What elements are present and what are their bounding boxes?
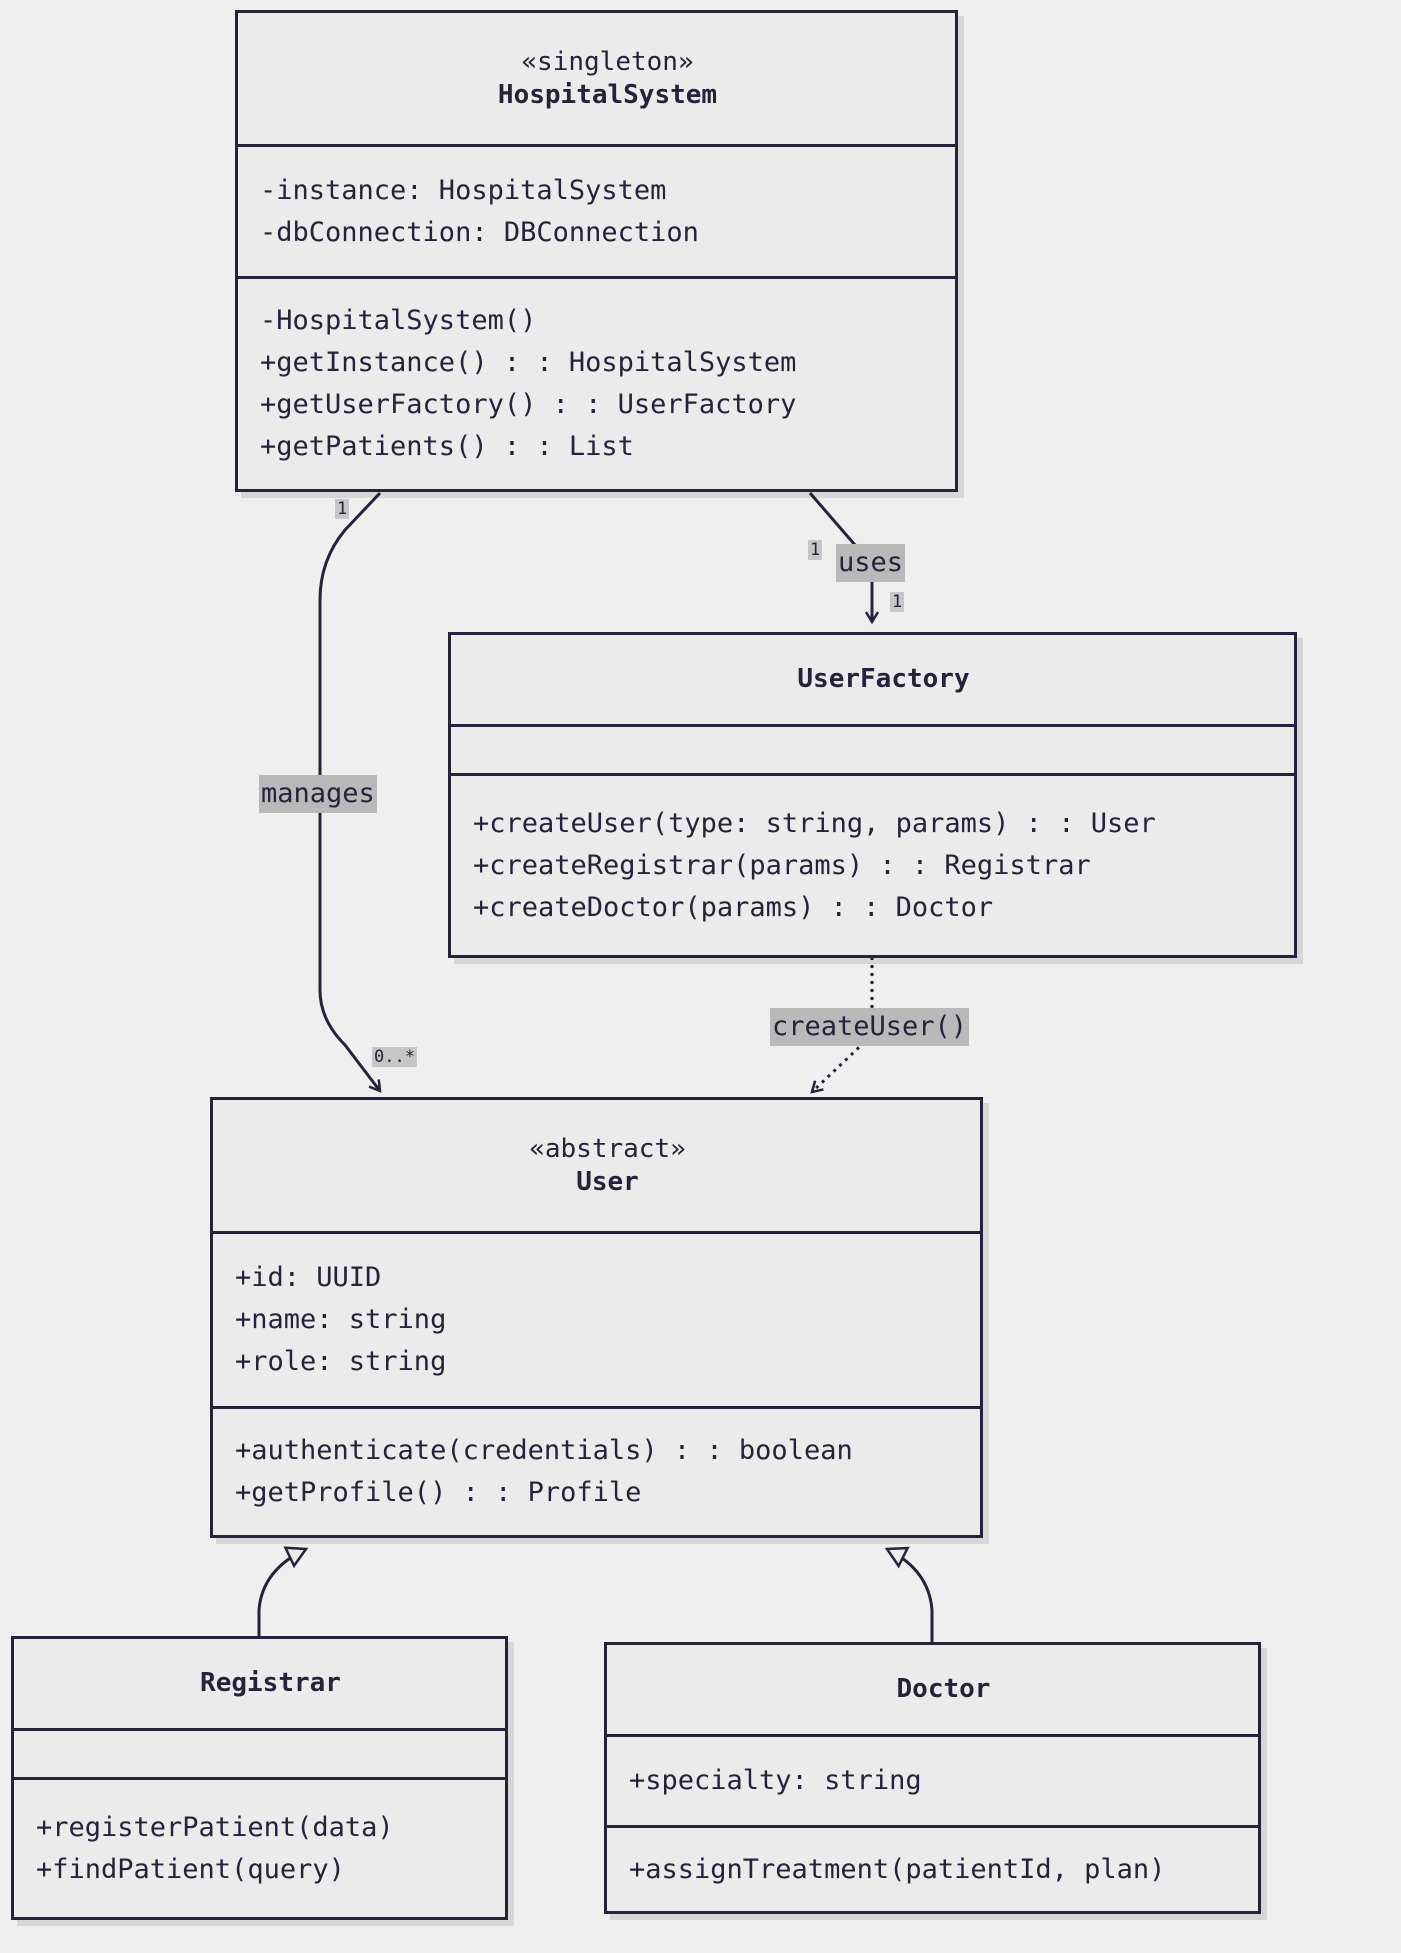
class-name: Doctor: [896, 1674, 991, 1705]
methods-section: +createUser(type: string, params) : : Us…: [451, 773, 1294, 955]
class-registrar[interactable]: Registrar +registerPatient(data) +findPa…: [11, 1636, 508, 1920]
methods-section: +assignTreatment(patientId, plan): [607, 1825, 1258, 1911]
methods-section: -HospitalSystem() +getInstance() : : Hos…: [238, 276, 955, 489]
class-header: UserFactory: [451, 635, 1294, 724]
attributes-section: [451, 724, 1294, 773]
class-user[interactable]: «abstract» User +id: UUID +name: string …: [210, 1097, 983, 1538]
class-name: HospitalSystem: [497, 79, 718, 110]
method: +findPatient(query): [36, 1853, 345, 1885]
class-user-factory[interactable]: UserFactory +createUser(type: string, pa…: [448, 632, 1297, 958]
class-header: Doctor: [607, 1645, 1258, 1734]
class-header: Registrar: [14, 1639, 505, 1728]
class-hospital-system[interactable]: «singleton» HospitalSystem -instance: Ho…: [235, 10, 958, 492]
uses-target-multiplicity: 1: [890, 592, 905, 612]
method: +assignTreatment(patientId, plan): [629, 1853, 1166, 1885]
method: +getPatients() : : List: [260, 431, 634, 462]
manages-edge: [318, 491, 380, 1091]
methods-section: +registerPatient(data) +findPatient(quer…: [14, 1777, 505, 1917]
attributes-section: +id: UUID +name: string +role: string: [213, 1231, 980, 1406]
method: +getInstance() : : HospitalSystem: [260, 347, 797, 378]
class-name: Registrar: [200, 1668, 341, 1699]
attribute: +role: string: [235, 1346, 447, 1377]
stereotype-label: «singleton»: [521, 47, 694, 77]
doctor-inheritance-edge: [887, 1549, 934, 1643]
stereotype-label: «abstract»: [529, 1134, 686, 1164]
class-doctor[interactable]: Doctor +specialty: string +assignTreatme…: [604, 1642, 1261, 1914]
method: +getProfile() : : Profile: [235, 1477, 642, 1508]
uses-source-multiplicity: 1: [808, 540, 823, 560]
manages-target-multiplicity: 0..*: [372, 1047, 417, 1067]
methods-section: +authenticate(credentials) : : boolean +…: [213, 1406, 980, 1535]
manages-source-multiplicity: 1: [335, 499, 350, 519]
method: +createRegistrar(params) : : Registrar: [473, 849, 1091, 881]
class-header: «singleton» HospitalSystem: [238, 13, 955, 144]
registrar-inheritance-edge: [257, 1549, 306, 1637]
method: +createDoctor(params) : : Doctor: [473, 891, 994, 923]
attribute: +name: string: [235, 1304, 447, 1335]
method: -HospitalSystem(): [260, 305, 537, 336]
attributes-section: +specialty: string: [607, 1734, 1258, 1825]
attributes-section: -instance: HospitalSystem -dbConnection:…: [238, 144, 955, 276]
attribute: -instance: HospitalSystem: [260, 174, 667, 206]
creates-dependency-edge: [812, 957, 874, 1092]
create-user-label: createUser(): [770, 1008, 970, 1046]
method: +authenticate(credentials) : : boolean: [235, 1435, 853, 1466]
class-header: «abstract» User: [213, 1100, 980, 1231]
method: +createUser(type: string, params) : : Us…: [473, 807, 1156, 839]
method: +getUserFactory() : : UserFactory: [260, 389, 797, 420]
uses-label: uses: [836, 544, 906, 582]
class-name: User: [576, 1166, 639, 1197]
attribute: -dbConnection: DBConnection: [260, 216, 699, 248]
attribute: +id: UUID: [235, 1262, 382, 1293]
manages-label: manages: [259, 775, 377, 813]
method: +registerPatient(data): [36, 1811, 394, 1843]
attribute: +specialty: string: [629, 1765, 922, 1796]
class-name: UserFactory: [797, 664, 970, 695]
attributes-section: [14, 1728, 505, 1777]
